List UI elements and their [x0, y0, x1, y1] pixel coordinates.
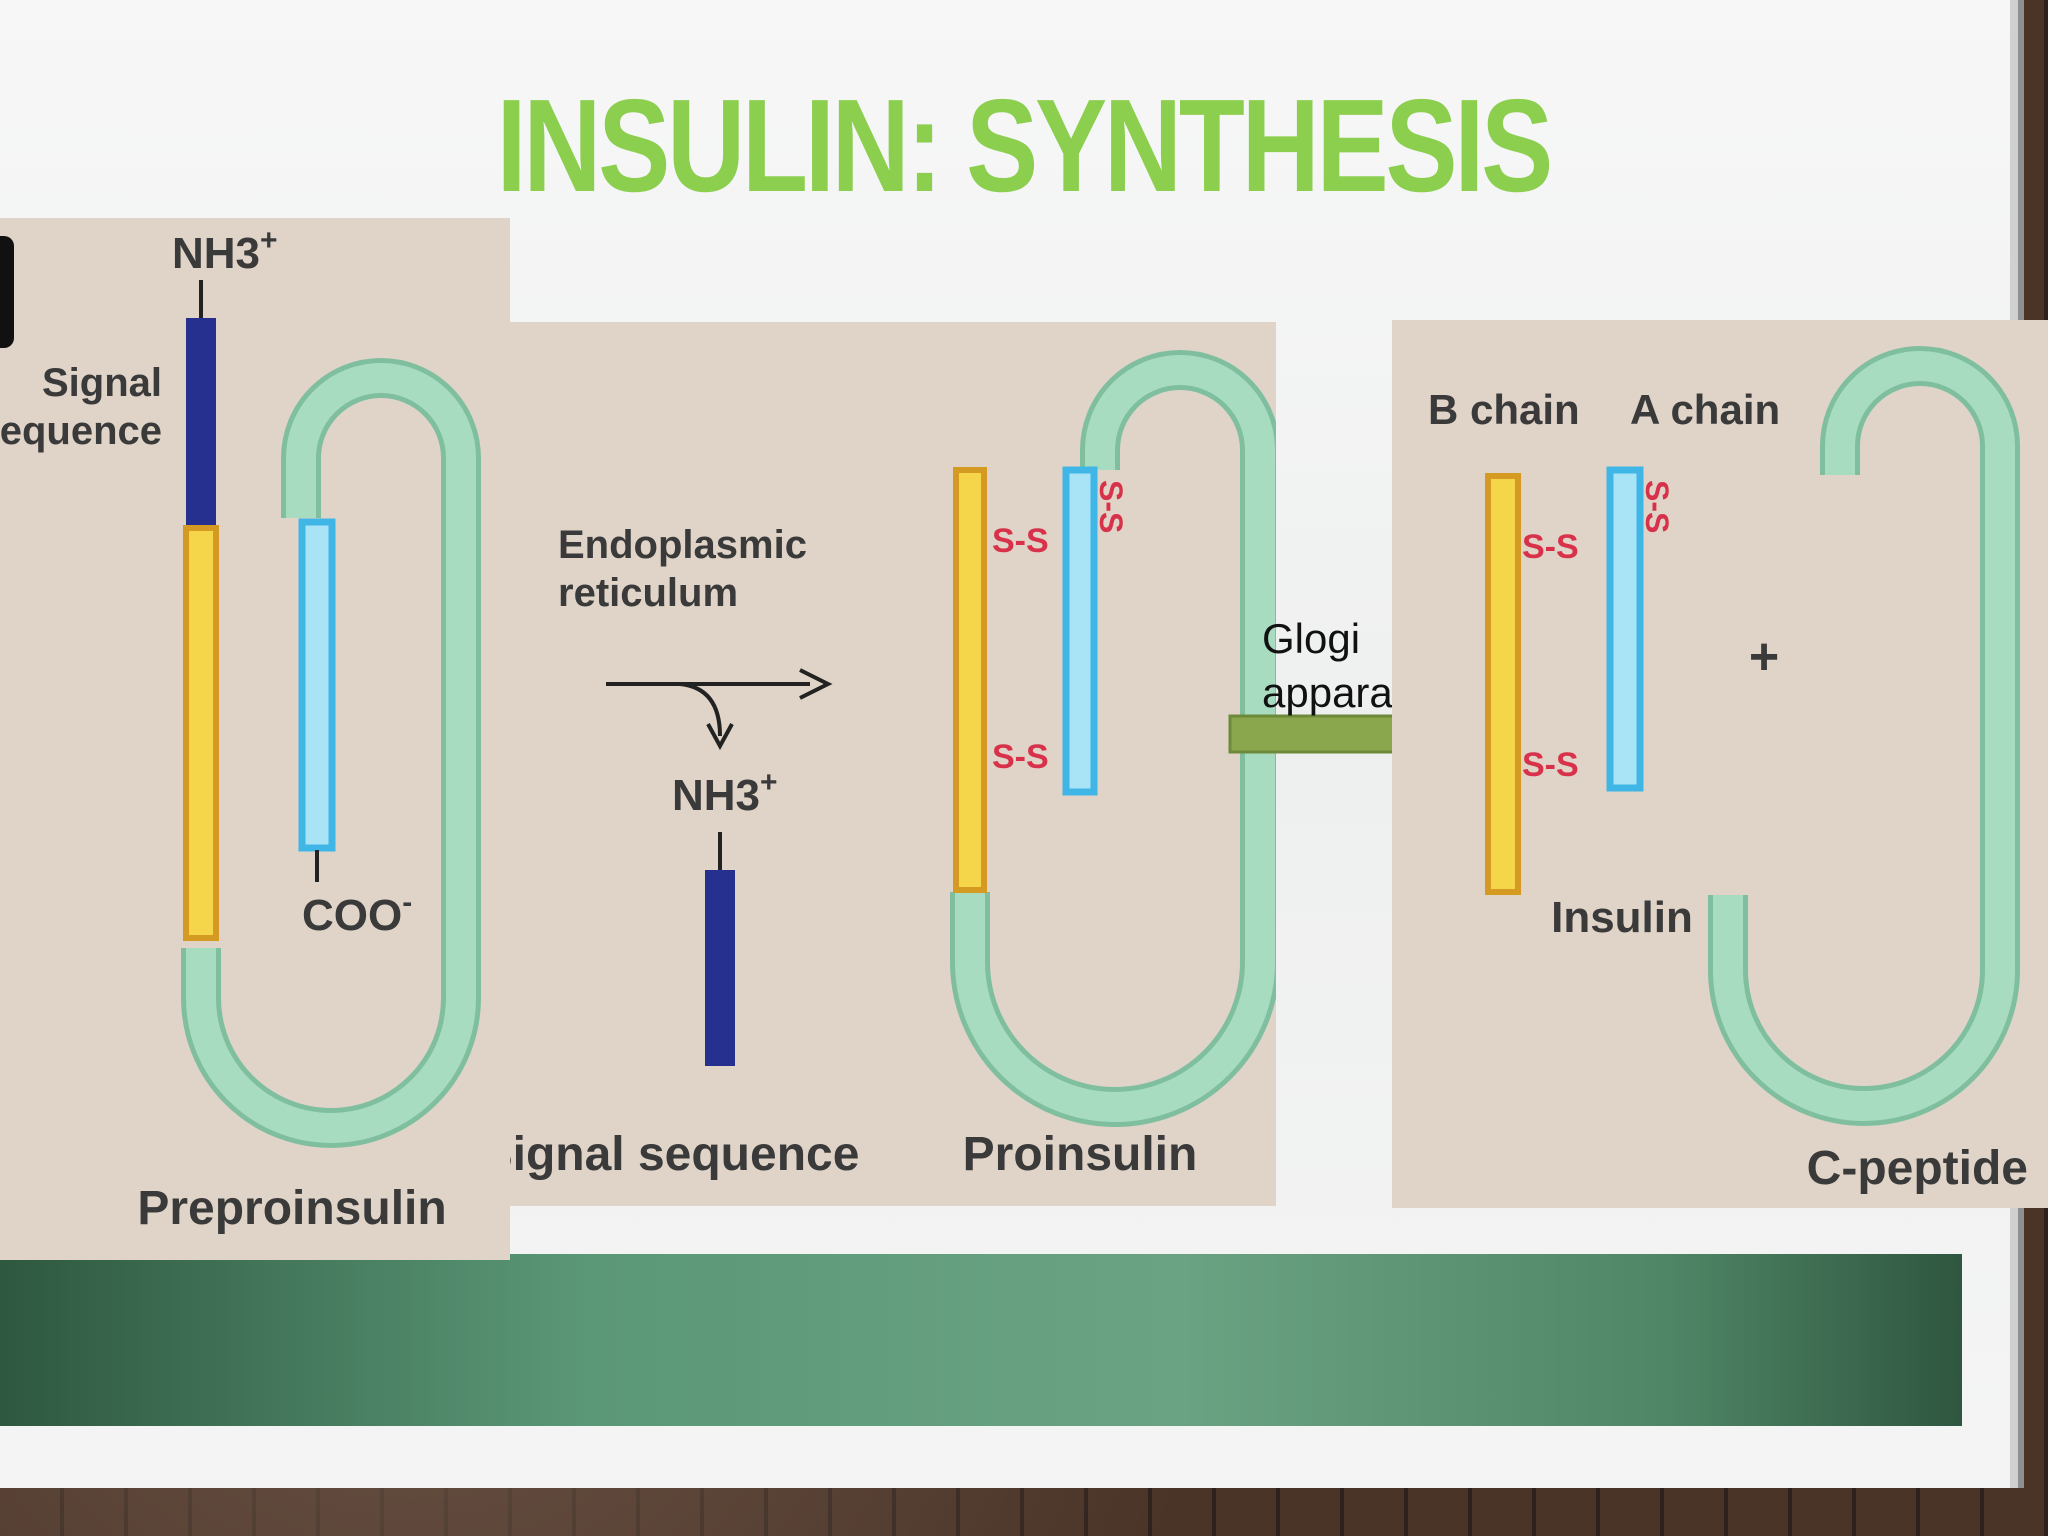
b-chain-bar	[183, 525, 219, 941]
nh3-label-2: NH3+	[672, 766, 778, 820]
proinsulin-b-chain	[953, 467, 987, 893]
signal-sequence-bar	[186, 318, 216, 528]
insulin-disulfide-bottom: S-S	[1522, 746, 1579, 784]
disulfide-intrachain: S-S	[1093, 480, 1129, 533]
proinsulin-a-chain	[1062, 466, 1098, 796]
insulin-disulfide-intrachain: S-S	[1639, 480, 1675, 533]
cleavage-arrow-head	[706, 723, 734, 751]
signal-label-line2: sequence	[0, 409, 162, 453]
proinsulin-diagram: Endoplasmic reticulum NH3+ Signal sequen…	[481, 350, 1280, 1181]
c-peptide-outline	[1708, 346, 2020, 1126]
slide-title: INSULIN: SYNTHESIS	[496, 72, 1554, 219]
insulin-caption: Insulin	[1551, 893, 1693, 942]
c-peptide-shape	[1713, 351, 2015, 1121]
disulfide-top: S-S	[992, 522, 1049, 560]
preproinsulin-caption: Preproinsulin	[137, 1182, 446, 1235]
preproinsulin-diagram: NH3+ Signal sequence COO- Preproinsulin	[0, 224, 481, 1235]
proinsulin-panel: Endoplasmic reticulum NH3+ Signal sequen…	[481, 322, 1280, 1206]
proinsulin-caption: Proinsulin	[963, 1128, 1198, 1181]
er-arrow-head	[799, 668, 833, 700]
a-chain-bar	[298, 518, 336, 852]
coo-label: COO-	[302, 886, 412, 940]
signal-sequence-caption: Signal sequence	[510, 1128, 859, 1181]
nh3-label: NH3+	[172, 224, 278, 278]
er-label-line1: Endoplasmic	[558, 523, 807, 567]
plus-sign: +	[1749, 628, 1779, 686]
insulin-a-chain	[1606, 466, 1644, 792]
preproinsulin-panel: NH3+ Signal sequence COO- Preproinsulin	[0, 218, 510, 1260]
er-label-line2: reticulum	[558, 571, 738, 615]
insulin-panel: B chain A chain S-S S-S S-S + Insulin C-…	[1392, 320, 2048, 1208]
insulin-disulfide-top: S-S	[1522, 528, 1579, 566]
signal-label-line1: Signal	[42, 361, 162, 405]
golgi-label-line1: Glogi	[1262, 615, 1361, 662]
cropped-label-box	[0, 236, 14, 348]
c-peptide-loop	[186, 363, 476, 1143]
proinsulin-c-peptide-loop	[955, 355, 1275, 1122]
insulin-diagram: B chain A chain S-S S-S S-S + Insulin C-…	[1428, 346, 2028, 1195]
a-chain-label: A chain	[1630, 386, 1780, 433]
b-chain-label: B chain	[1428, 386, 1580, 433]
green-footer-band	[0, 1254, 1962, 1426]
disulfide-bottom: S-S	[992, 738, 1049, 776]
c-peptide-caption: C-peptide	[1807, 1142, 2028, 1195]
cleavage-arrow-curve	[679, 682, 722, 737]
insulin-b-chain	[1485, 473, 1521, 895]
cleaved-signal-bar	[705, 870, 735, 1066]
